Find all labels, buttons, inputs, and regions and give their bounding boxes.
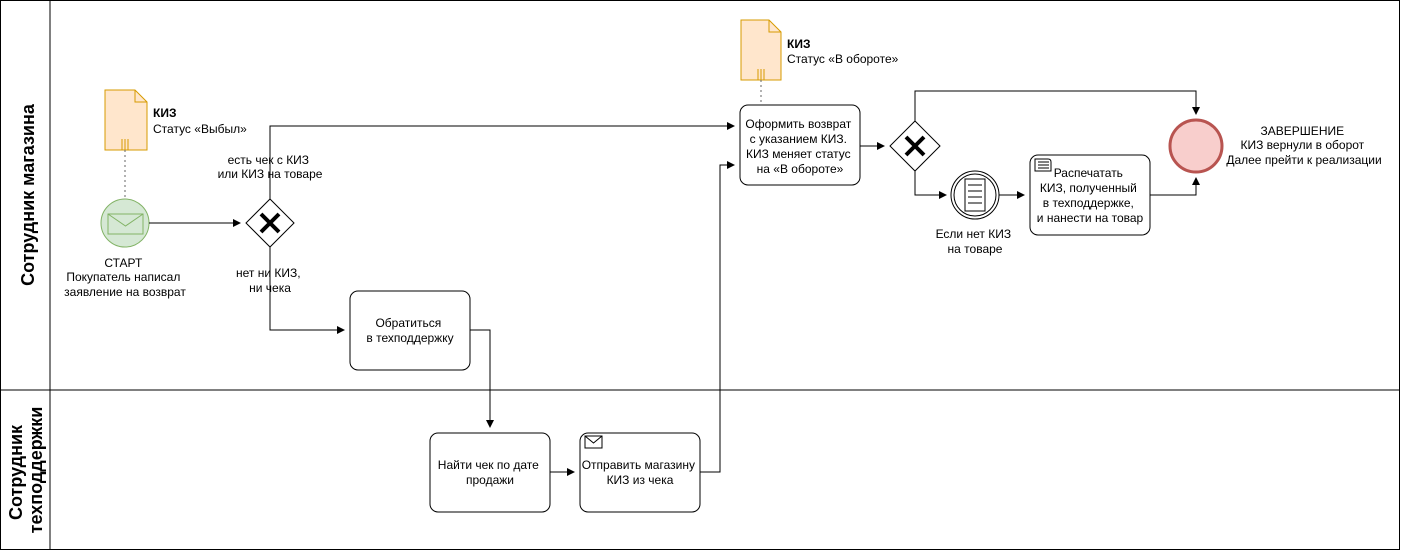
svg-text:Найти чек по дате продаж: Найти чек по дате продажи bbox=[438, 458, 542, 487]
doc-vybyl-status: Статус «Выбыл» bbox=[153, 122, 247, 136]
condition-list-icon bbox=[964, 178, 986, 212]
conditional-event[interactable] bbox=[950, 170, 1000, 220]
svg-text:Отправить магазину КИЗ и: Отправить магазину КИЗ из чека bbox=[582, 458, 699, 487]
x-icon bbox=[259, 212, 281, 234]
lane-shop: Сотрудник магазина bbox=[18, 103, 38, 286]
send-envelope-icon bbox=[584, 435, 603, 449]
task-print[interactable]: Распечатать КИЗ, полученный в техподдерж… bbox=[1029, 154, 1151, 236]
edge-label-has-check: есть чек с КИЗ или КИЗ на товаре bbox=[218, 153, 323, 181]
lane-support: Сотрудник техподдержки bbox=[6, 407, 46, 534]
envelope-icon bbox=[107, 213, 144, 235]
flow-to-return bbox=[700, 161, 735, 473]
manual-hand-icon bbox=[1034, 158, 1052, 172]
flow-has-check bbox=[269, 122, 735, 199]
x-icon bbox=[904, 135, 926, 157]
flow-to-find-check bbox=[470, 329, 494, 428]
end-event[interactable] bbox=[1168, 118, 1224, 174]
data-object-kiz-vybyl: КИЗ Статус «Выбыл» bbox=[104, 89, 247, 151]
task-send-kiz[interactable]: Отправить магазину КИЗ из чека bbox=[579, 432, 701, 513]
edge-label-no-check: нет ни КИЗ, ни чека bbox=[236, 266, 304, 295]
condition-label: Если нет КИЗ на товаре bbox=[936, 227, 1015, 256]
lane-support-title-line1: Сотрудник bbox=[6, 424, 26, 520]
task-find-check[interactable]: Найти чек по дате продажи bbox=[429, 432, 551, 513]
start-event[interactable] bbox=[100, 198, 150, 248]
doc-oborot-title: КИЗ bbox=[787, 37, 810, 51]
end-label: ЗАВЕРШЕНИЕ КИЗ вернули в оборот Далее пр… bbox=[1226, 124, 1381, 167]
flow-gateway-to-condition bbox=[914, 171, 947, 199]
flow-no-check bbox=[269, 247, 345, 334]
start-label: СТАРТ Покупатель написал заявление на во… bbox=[64, 256, 186, 299]
data-object-kiz-oborot: КИЗ Статус «В обороте» bbox=[740, 19, 899, 81]
doc-vybyl-title: КИЗ bbox=[153, 106, 176, 120]
lane-support-title: Сотрудник техподдержки bbox=[6, 407, 46, 534]
flow-print-to-end bbox=[1150, 177, 1200, 196]
exclusive-gateway-kiz[interactable] bbox=[889, 120, 941, 172]
svg-text:Распечатать КИЗ, получен: Распечатать КИЗ, полученный в техподдерж… bbox=[1037, 166, 1144, 225]
svg-text:Обратиться в техподдержк: Обратиться в техподдержку bbox=[366, 316, 453, 345]
doc-oborot-status: Статус «В обороте» bbox=[787, 52, 899, 66]
lane-support-title-line2: техподдержки bbox=[26, 407, 46, 534]
task-contact-support[interactable]: Обратиться в техподдержку bbox=[349, 290, 471, 371]
flow-gateway-to-end bbox=[914, 90, 1200, 121]
task-return[interactable]: Оформить возврат с указанием КИЗ. КИЗ ме… bbox=[739, 104, 861, 186]
exclusive-gateway-check[interactable] bbox=[245, 198, 295, 248]
svg-text:Оформить возврат с указа: Оформить возврат с указанием КИЗ. КИЗ ме… bbox=[745, 117, 854, 176]
lane-shop-title: Сотрудник магазина bbox=[18, 103, 38, 286]
